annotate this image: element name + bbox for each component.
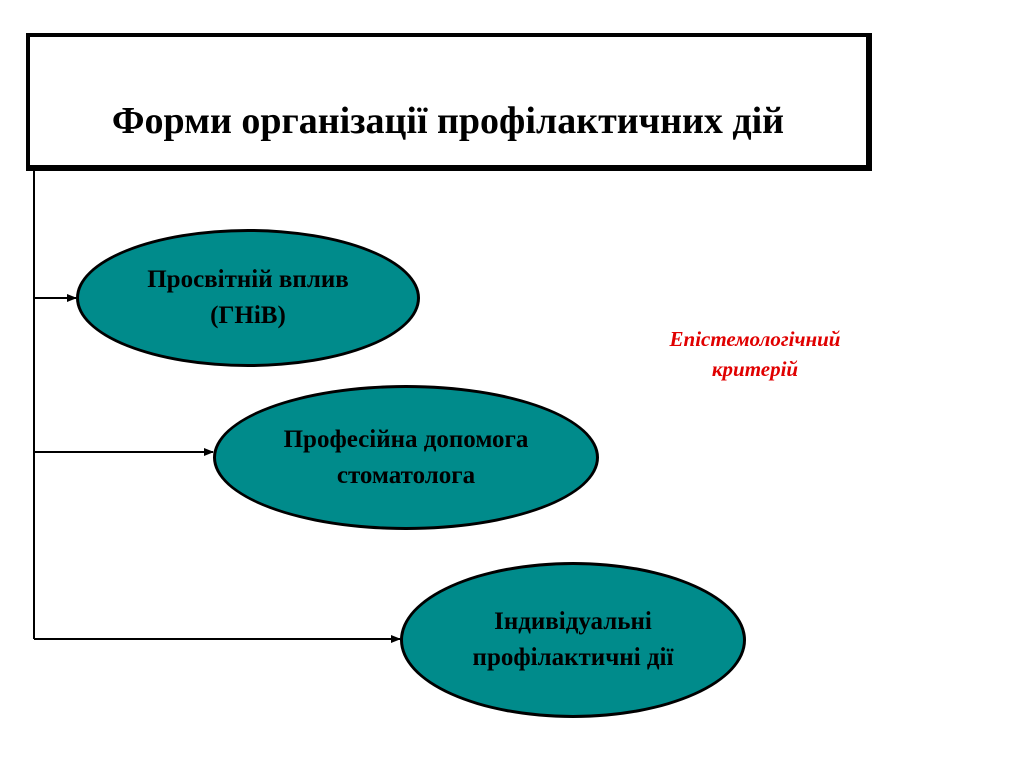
diagram-title: Форми організації профілактичних дій <box>111 100 785 142</box>
node-1-label: Просвітній вплив(ГНіВ) <box>147 266 349 329</box>
title-box: Форми організації профілактичних дій <box>26 33 872 171</box>
node-educational-influence: Просвітній вплив(ГНіВ) <box>76 229 420 367</box>
